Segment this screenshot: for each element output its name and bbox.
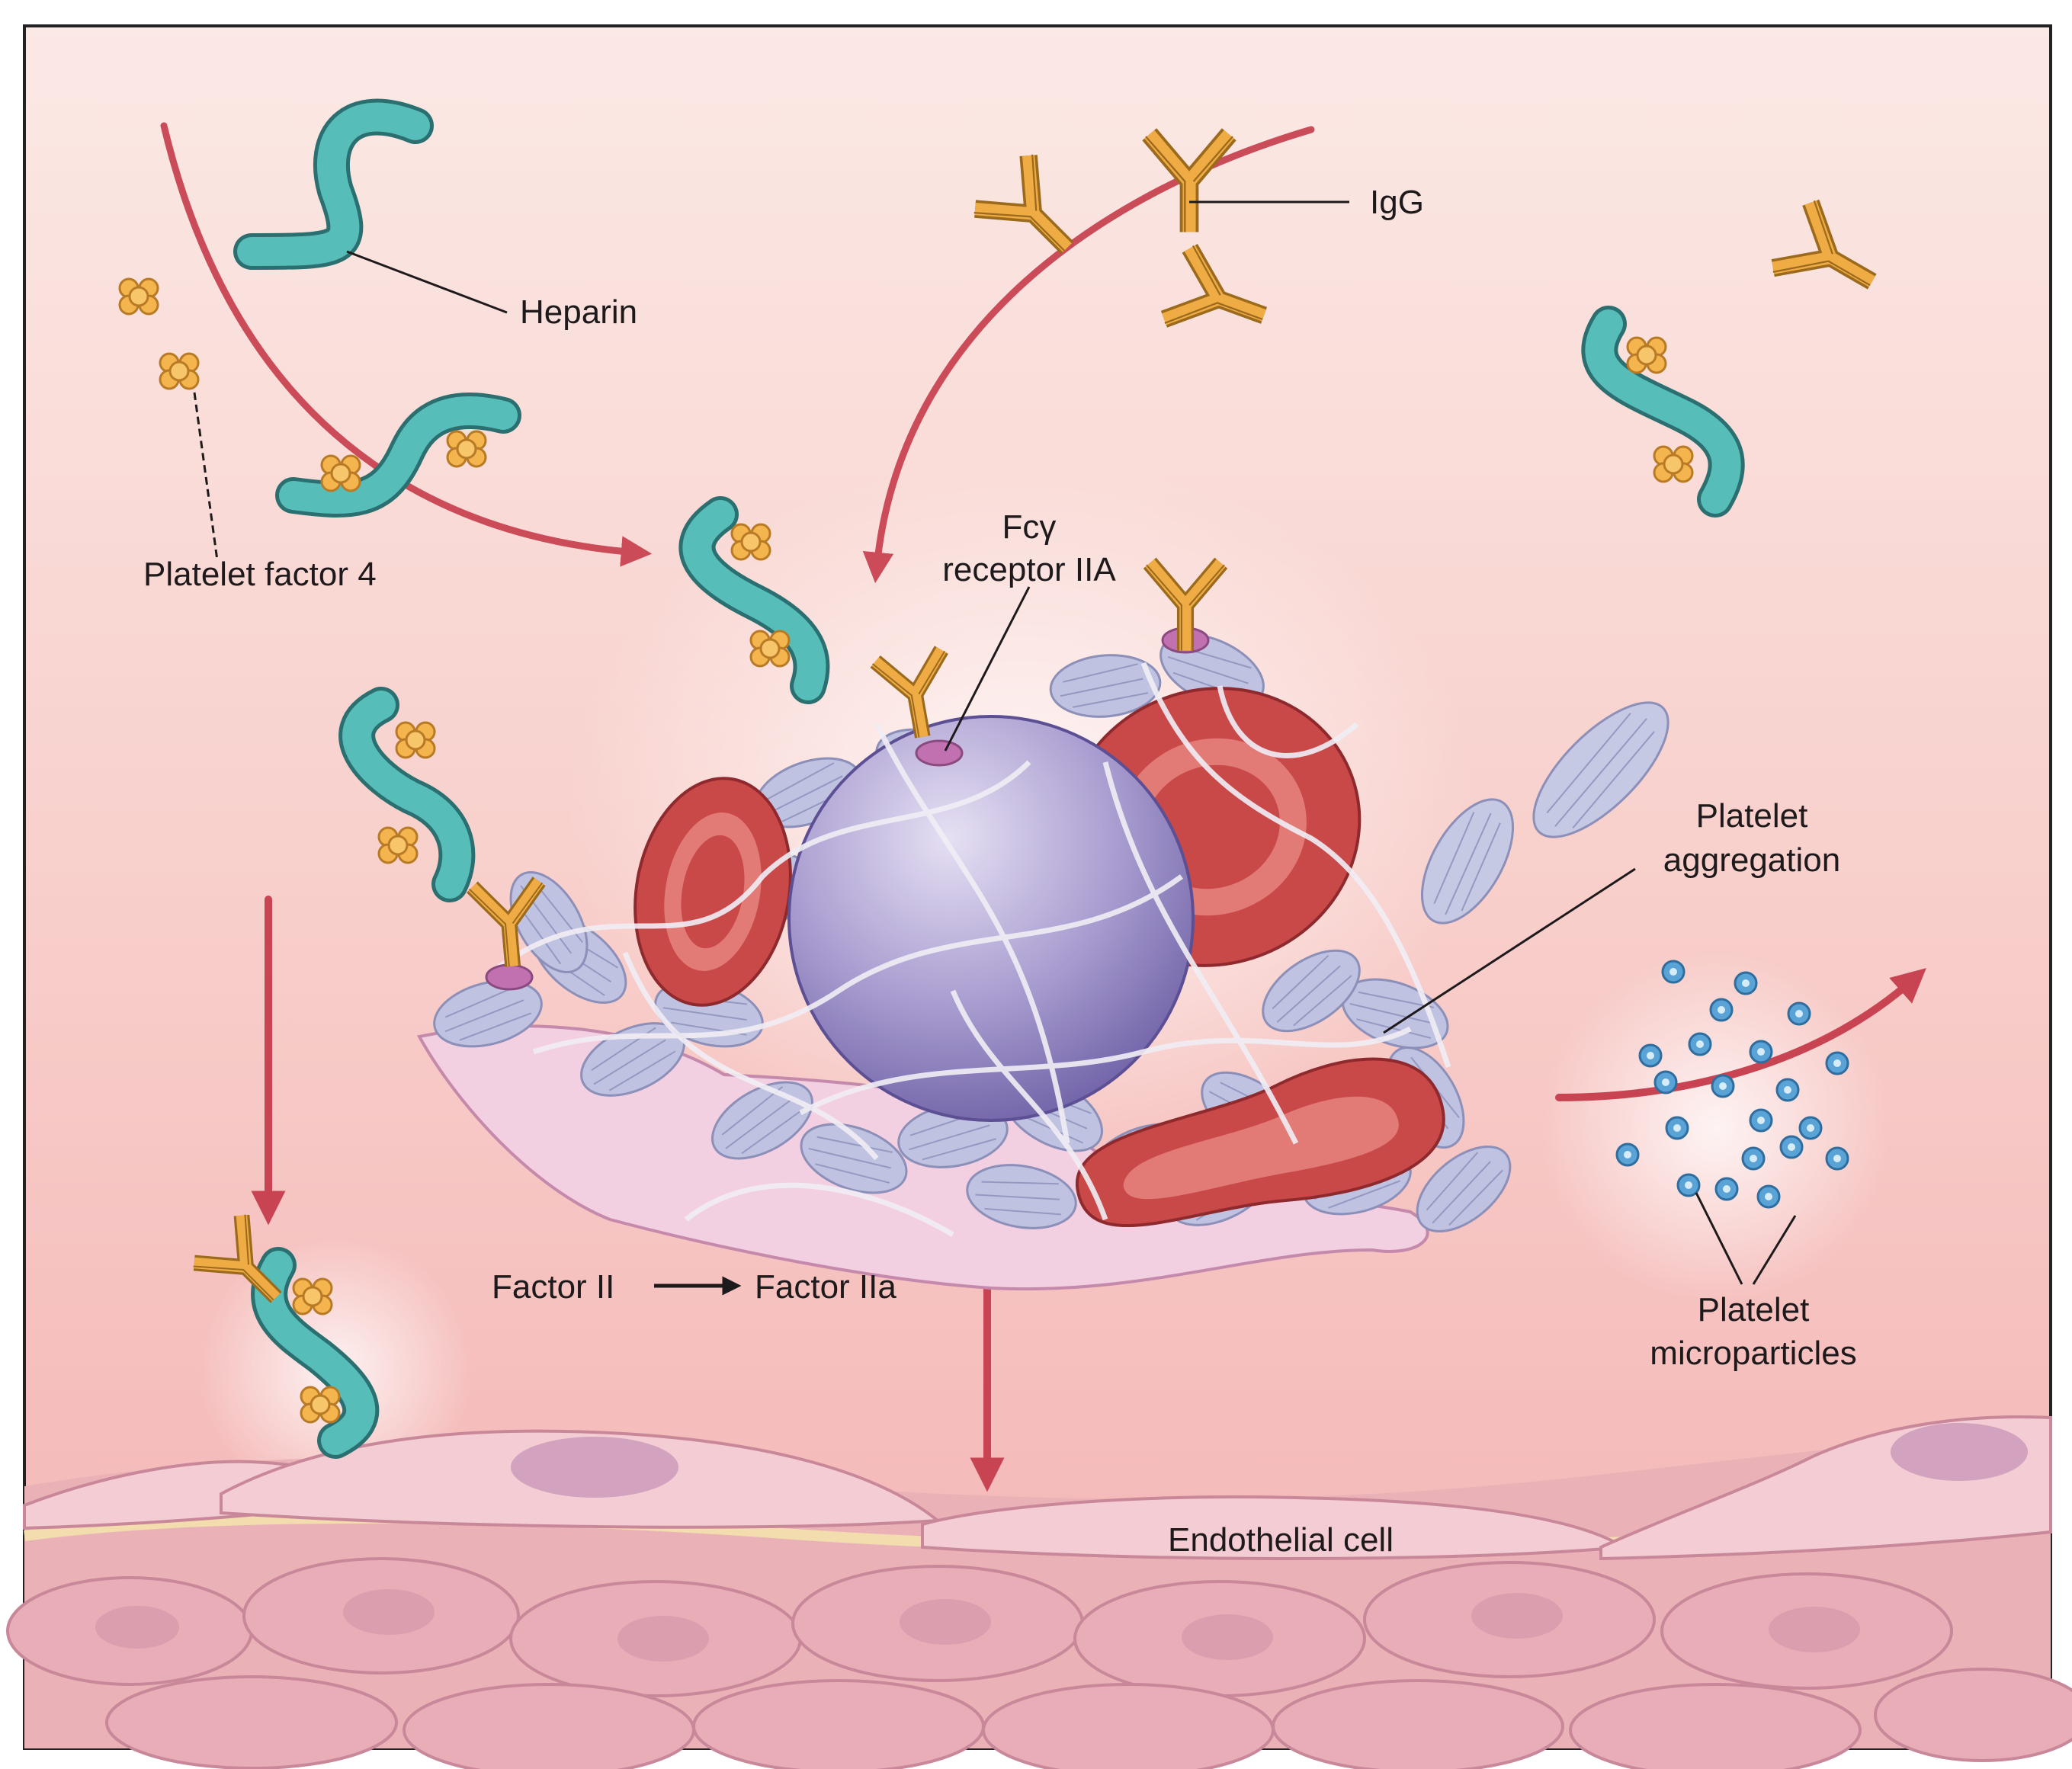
pf4-leader-line: [193, 392, 219, 561]
heparin-molecule-free: [233, 98, 434, 270]
platelet-aggregation-label-line1: Platelet: [1696, 797, 1808, 835]
heparin-pf4-complex-4: [338, 687, 476, 902]
platelet-microparticles-label-line2: microparticles: [1650, 1335, 1856, 1372]
microparticle-flow-arrow: [1555, 968, 1926, 1101]
free-platelets: [1420, 701, 1669, 925]
leader-lines: [193, 200, 1797, 1296]
platelet-aggregation-label-line2: aggregation: [1663, 841, 1840, 879]
fibrin-strands: [486, 662, 1451, 1238]
factor-iia-label: Factor IIa: [755, 1268, 896, 1306]
endothelial-cell-label: Endothelial cell: [1168, 1521, 1394, 1559]
microparticles-leader-line-2: [1752, 1215, 1797, 1285]
heparin-pf4-complex-2: [1581, 306, 1745, 518]
platelet-aggregation-leader-line: [1383, 867, 1636, 1034]
heparin-flow-arrow: [160, 122, 653, 567]
fc-receptor-label-line2: receptor IIA: [942, 551, 1116, 588]
heparin-label: Heparin: [520, 293, 637, 331]
heparin-leader-line: [346, 250, 508, 314]
factor-ii-label: Factor II: [492, 1268, 614, 1306]
vessel-wall: [6, 1415, 2072, 1769]
fc-receptor-label-line1: Fcγ: [1002, 508, 1057, 546]
platelet-microparticles-label-line1: Platelet: [1698, 1291, 1810, 1328]
heparin-pf4-complex-3: [678, 496, 830, 704]
microparticles-leader-line-1: [1695, 1192, 1743, 1285]
fc-receptor-leader-line: [944, 586, 1031, 752]
igg-flow-arrow: [862, 126, 1315, 584]
heparin-pf4-complex-1: [275, 393, 521, 518]
thrombus: [416, 618, 1527, 1291]
platelet-factor-4-label: Platelet factor 4: [143, 556, 377, 593]
igg-label: IgG: [1370, 184, 1424, 221]
